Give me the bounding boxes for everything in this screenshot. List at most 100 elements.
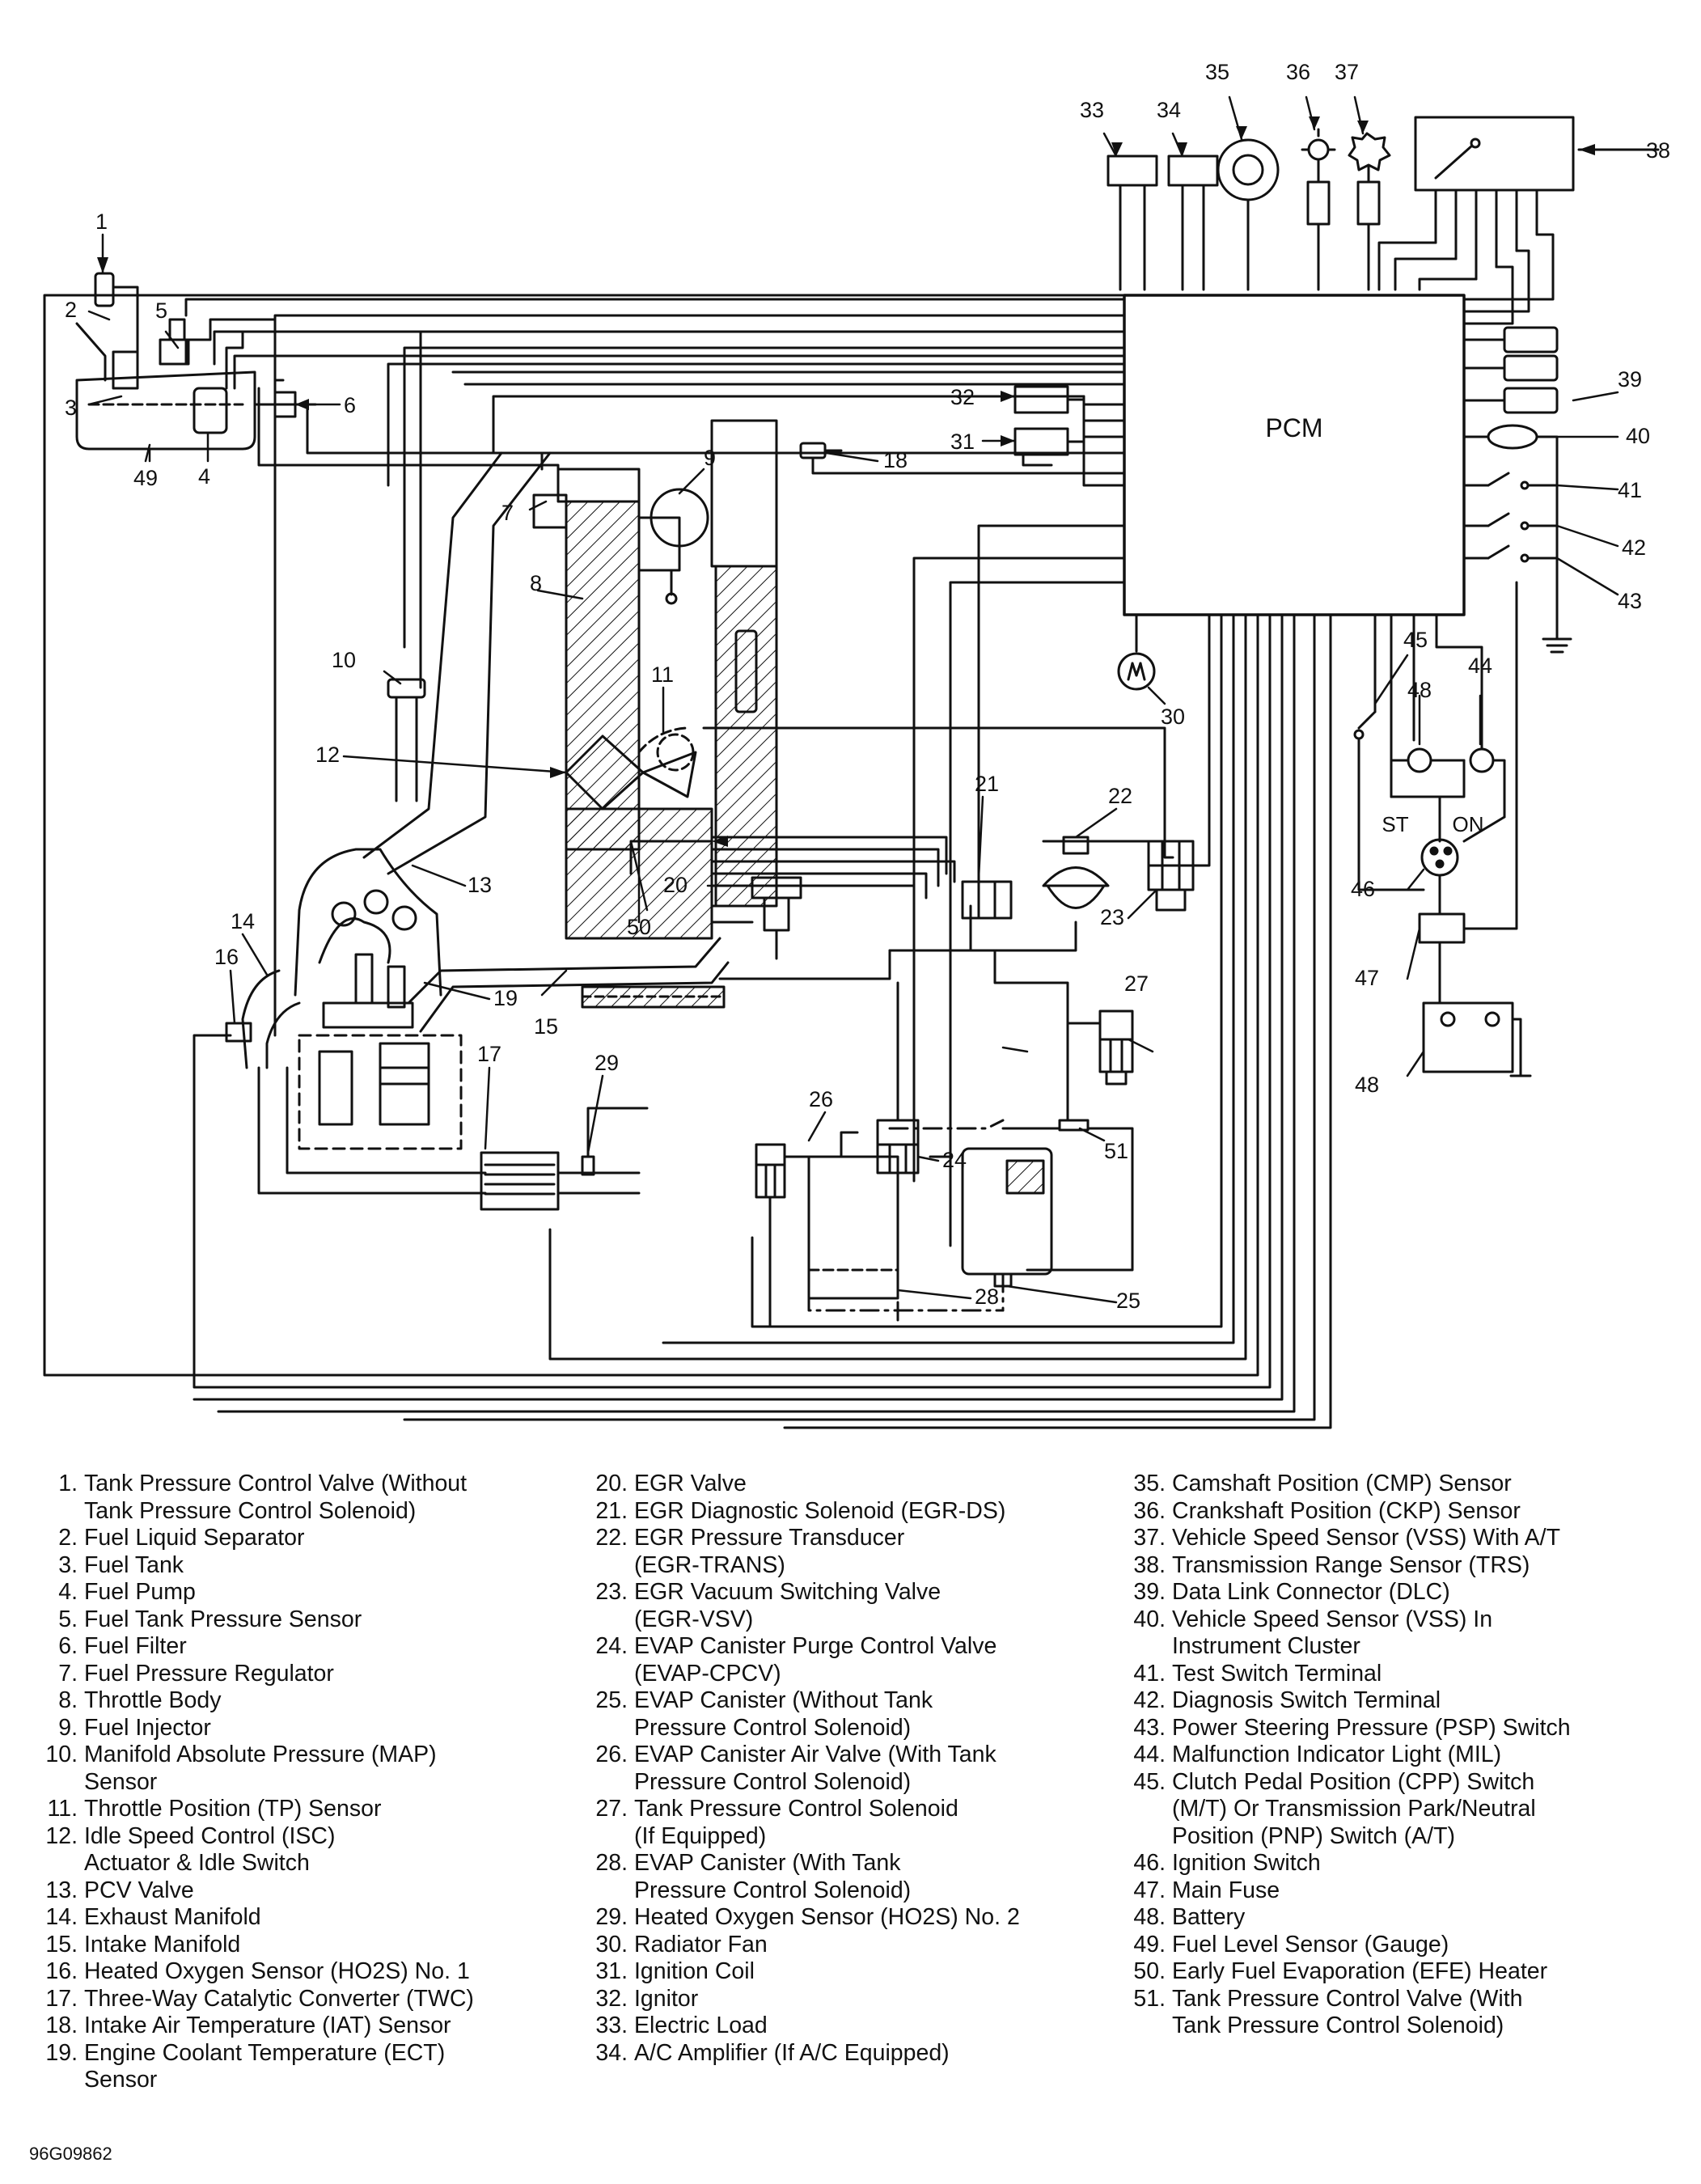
callout-48a: 48: [1407, 678, 1432, 702]
evap-air-valve-icon: [755, 1143, 810, 1328]
callout-40: 40: [1626, 424, 1650, 448]
callout-42: 42: [1622, 535, 1646, 560]
callout-38: 38: [1646, 138, 1670, 163]
legend-item: 10.Manifold Absolute Pressure (MAP) Sens…: [45, 1742, 437, 1795]
electric-load-box: [1106, 154, 1158, 291]
legend-item: 44.Malfunction Indicator Light (MIL): [1133, 1742, 1502, 1767]
legend-item: 32.Ignitor: [595, 1985, 699, 2012]
switch-terminals: [1462, 472, 1572, 654]
callout-17: 17: [477, 1042, 501, 1066]
callout-13: 13: [468, 873, 492, 897]
callout-5: 5: [155, 298, 167, 323]
legend-item: 19.Engine Coolant Temperature (ECT) Sens…: [45, 2039, 446, 2093]
legend-item: 31.Ignition Coil: [595, 1958, 755, 1984]
callout-leaders: [87, 95, 1652, 1304]
ignition-on-label: ON: [1453, 812, 1484, 836]
callout-numbers: 1 2 3 4 5 6 7 8 9 10 11 12 13 14 15 16 1…: [65, 60, 1670, 1313]
callout-10: 10: [332, 648, 356, 672]
legend-item: 21.EGR Diagnostic Solenoid (EGR-DS): [595, 1497, 1006, 1524]
legend-item: 41.Test Switch Terminal: [1133, 1660, 1382, 1687]
figure-code: 96G09862: [29, 2144, 112, 2164]
legend-column-3: 35.Camshaft Position (CMP) Sensor 36.Cra…: [1112, 1471, 1695, 2040]
legend-column-2: 20.EGR Valve 21.EGR Diagnostic Solenoid …: [574, 1471, 1092, 2067]
ac-amplifier-box: [1167, 154, 1219, 291]
callout-23: 23: [1100, 905, 1124, 929]
radiator-fan-icon: [1117, 613, 1156, 691]
legend-item: 33.Electric Load: [595, 2013, 768, 2038]
legend-item: 8.Throttle Body: [58, 1687, 222, 1713]
intake-manifold: [407, 937, 730, 1033]
legend-item: 47.Main Fuse: [1133, 1877, 1280, 1903]
legend-item: 1.Tank Pressure Control Valve (Without T…: [58, 1471, 468, 1524]
legend-item: 43.Power Steering Pressure (PSP) Switch: [1133, 1714, 1571, 1741]
catalytic-converter-icon: [480, 1151, 560, 1211]
throttle-body-hatch: [565, 500, 641, 851]
evap-cpcv-icon: [876, 981, 952, 1175]
exhaust-system: [225, 1022, 649, 1211]
evap-purge-lines: [807, 1119, 1005, 1328]
pcm-label: PCM: [1265, 413, 1322, 442]
callout-20: 20: [663, 873, 688, 897]
legend-column-1: 1.Tank Pressure Control Valve (Without T…: [24, 1471, 550, 2094]
legend-item: 28.EVAP Canister (With Tank Pressure Con…: [595, 1850, 912, 1903]
legend-item: 29.Heated Oxygen Sensor (HO2S) No. 2: [595, 1904, 1020, 1930]
callout-4: 4: [198, 464, 210, 489]
callout-50: 50: [627, 915, 651, 939]
legend-item: 9.Fuel Injector: [58, 1714, 211, 1741]
callout-44: 44: [1468, 654, 1492, 678]
callout-25: 25: [1116, 1289, 1140, 1313]
pcm-harness-bottom: [43, 294, 1332, 1429]
callout-37: 37: [1335, 60, 1359, 84]
egr-pressure-transducer-icon: [1042, 836, 1110, 909]
fuel-injector-icon: [637, 488, 709, 605]
callout-49: 49: [133, 466, 158, 490]
legend-item: 13.PCV Valve: [45, 1877, 194, 1903]
callout-27: 27: [1124, 971, 1149, 996]
transmission-range-sensor-box: [1377, 116, 1660, 291]
evap-canister-25-icon: [961, 1147, 1053, 1288]
pcm-harness-left: [184, 298, 1126, 1247]
legend-item: 46.Ignition Switch: [1133, 1850, 1321, 1876]
callout-35: 35: [1205, 60, 1229, 84]
legend-item: 34.A/C Amplifier (If A/C Equipped): [595, 2039, 950, 2066]
callout-48: 48: [1355, 1073, 1379, 1097]
fuel-pressure-regulator-icon: [532, 493, 568, 529]
callout-43: 43: [1618, 589, 1642, 613]
isc-actuator-icon: [565, 726, 697, 811]
callout-22: 22: [1108, 784, 1132, 808]
legend-item: 3.Fuel Tank: [58, 1551, 184, 1578]
iat-sensor-icon: [799, 442, 1126, 475]
legend-item: 14.Exhaust Manifold: [45, 1904, 261, 1930]
callout-2: 2: [65, 298, 77, 322]
tank-pressure-valve-icon: [1001, 1119, 1134, 1272]
fuel-tank-assembly: [75, 272, 317, 455]
legend-item: 36.Crankshaft Position (CKP) Sensor: [1133, 1497, 1521, 1524]
legend-item: 11.Throttle Position (TP) Sensor: [47, 1796, 382, 1822]
tank-pressure-solenoid-icon: [993, 949, 1134, 1122]
legend-item: 26.EVAP Canister Air Valve (With Tank Pr…: [595, 1742, 996, 1795]
vss-sensor-icon: [1348, 132, 1391, 291]
callout-26: 26: [809, 1087, 833, 1111]
callout-47: 47: [1355, 966, 1379, 990]
cmp-sensor-icon: [1217, 138, 1280, 291]
callout-3: 3: [65, 396, 77, 420]
callout-34: 34: [1157, 98, 1181, 122]
legend-item: 4.Fuel Pump: [58, 1579, 196, 1605]
callout-12: 12: [315, 743, 340, 767]
legend-item: 22.EGR Pressure Transducer (EGR-TRANS): [595, 1525, 905, 1578]
legend-item: 6.Fuel Filter: [58, 1633, 187, 1659]
egr-valve-icon: [710, 876, 802, 960]
legend-item: 5.Fuel Tank Pressure Sensor: [58, 1606, 362, 1632]
callout-7: 7: [501, 501, 514, 525]
vss-cluster-icon: [1462, 424, 1559, 633]
callout-1: 1: [95, 210, 108, 234]
callout-21: 21: [975, 772, 999, 796]
legend-item: 15.Intake Manifold: [45, 1931, 241, 1958]
callout-28: 28: [975, 1285, 999, 1309]
legend-item: 38.Transmission Range Sensor (TRS): [1133, 1551, 1530, 1578]
legend-item: 17.Three-Way Catalytic Converter (TWC): [45, 1985, 474, 2012]
arrowheads: [97, 116, 1595, 847]
legend-item: 2.Fuel Liquid Separator: [58, 1525, 305, 1551]
legend-item: 51.Tank Pressure Control Valve (With Tan…: [1133, 1985, 1523, 2039]
ckp-sensor-icon: [1301, 128, 1336, 291]
